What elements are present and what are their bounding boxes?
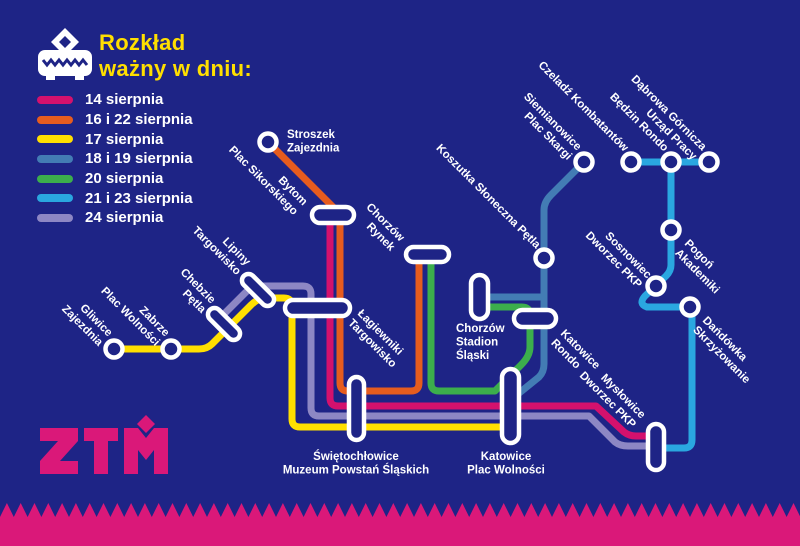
station-chebzie-petla xyxy=(205,305,243,343)
legend-label: 18 i 19 sierpnia xyxy=(85,150,193,168)
legend-swatch xyxy=(37,115,73,124)
route-line-18-i-19-sierpnia xyxy=(509,158,588,402)
legend-label: 17 sierpnia xyxy=(85,130,164,148)
legend-label: 24 sierpnia xyxy=(85,209,164,227)
station-pogon-akademiki xyxy=(660,219,682,241)
legend-swatch xyxy=(37,194,73,203)
legend-swatch xyxy=(37,95,73,104)
ztm-logo-letter-t xyxy=(84,428,118,474)
station-gliwice-zajezdnia xyxy=(103,338,125,360)
station-bedzin-rondo xyxy=(660,151,682,173)
legend-item-6: 21 i 23 sierpnia xyxy=(37,188,193,208)
station-katowice-plac-wolnosci xyxy=(499,366,522,446)
station-koszutka-sloneczna-petla xyxy=(533,247,555,269)
ztm-logo xyxy=(40,415,168,474)
station-chorzow-stadion-slaski xyxy=(468,272,491,322)
station-zabrze-plac-wolnosci xyxy=(160,338,182,360)
legend-item-5: 20 sierpnia xyxy=(37,169,193,189)
ztm-logo-letter-z xyxy=(40,428,78,474)
legend-label: 16 i 22 sierpnia xyxy=(85,111,193,129)
legend-label: 20 sierpnia xyxy=(85,170,164,188)
station-stroszek-zajezdnia xyxy=(257,131,279,153)
legend-swatch xyxy=(37,154,73,163)
legend-item-4: 18 i 19 sierpnia xyxy=(37,149,193,169)
stations-layer xyxy=(103,131,720,473)
legend-item-7: 24 sierpnia xyxy=(37,208,193,228)
station-katowice-rondo xyxy=(511,307,559,330)
station-dabrowa-gornicza-urzad-pracy xyxy=(698,151,720,173)
legend-item-1: 14 sierpnia xyxy=(37,90,193,110)
legend-item-3: 17 sierpnia xyxy=(37,129,193,149)
station-myslowice-dworzec-pkp xyxy=(645,421,667,473)
tram-icon xyxy=(38,28,92,80)
route-line-14-sierpnia xyxy=(326,211,661,440)
tram-pantograph-diamond-hole xyxy=(59,36,71,48)
station-swietochlowice-muzeum xyxy=(346,374,367,443)
legend-swatch xyxy=(37,135,73,144)
station-chorzow-rynek xyxy=(403,244,452,265)
legend-item-2: 16 i 22 sierpnia xyxy=(37,110,193,130)
station-czeladz-kombatantow xyxy=(620,151,642,173)
route-line-21-i-23-sierpnia xyxy=(638,158,696,452)
ztm-logo-letter-m xyxy=(124,428,168,474)
poster-title-line1: Rozkład xyxy=(99,30,186,55)
zigzag-border xyxy=(0,503,800,546)
station-lipiny-targowisko xyxy=(239,271,277,309)
station-bytom-plac-sikorskiego xyxy=(309,204,357,226)
ztm-logo-crown-diamond-icon xyxy=(137,415,155,433)
station-dandowka-skrzyzowanie xyxy=(679,296,701,318)
tram-wheel-left xyxy=(46,76,55,80)
poster-title-line2: ważny w dniu: xyxy=(99,56,253,81)
tram-wheel-right xyxy=(75,76,84,80)
legend-swatch xyxy=(37,174,73,183)
legend-label: 14 sierpnia xyxy=(85,91,164,109)
poster-title: Rozkład ważny w dniu: xyxy=(99,30,252,82)
station-sosnowiec-dworzec-pkp xyxy=(645,275,667,297)
tram-window-zigzag xyxy=(41,57,89,68)
station-siemianowice-plac-skargi xyxy=(573,151,595,173)
legend-swatch xyxy=(37,213,73,222)
station-lagiewniki-targowisko xyxy=(282,297,353,319)
legend-label: 21 i 23 sierpnia xyxy=(85,189,193,207)
